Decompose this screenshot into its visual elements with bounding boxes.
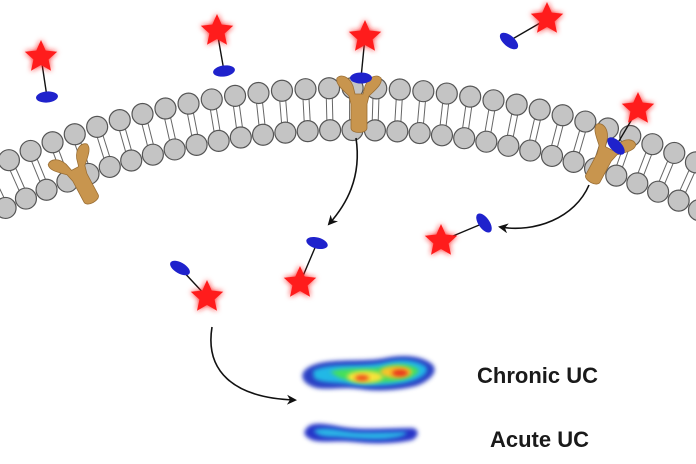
lipid-head [647, 180, 670, 203]
lipid-head [430, 124, 454, 147]
lipid-head [626, 172, 649, 195]
star-fluorophore-icon [424, 224, 458, 255]
lipid-head [475, 130, 498, 153]
lipid-head [363, 119, 387, 142]
lipid-head [270, 79, 294, 102]
lipid-head [663, 141, 686, 165]
lipid-head [98, 155, 121, 179]
chronic-uc-label: Chronic UC [477, 363, 598, 388]
lipid-head [667, 189, 690, 212]
lipid-head [86, 115, 109, 138]
lipid-head [528, 98, 551, 121]
lipid-head [131, 102, 154, 126]
lipid-head [19, 139, 42, 163]
transport-arrows [210, 137, 590, 405]
lipid-head [177, 92, 200, 115]
release-arrow [498, 184, 590, 234]
blue-ligand-icon [213, 65, 235, 77]
lipid-head [41, 131, 64, 154]
lipid-head [551, 104, 574, 127]
lipid-head [408, 121, 431, 145]
blue-ligand-icon [350, 72, 372, 84]
blue-ligand-icon [36, 91, 58, 103]
lipid-head [63, 123, 86, 146]
lipid-head [207, 129, 230, 152]
star-fluorophore-icon [200, 14, 234, 45]
lipid-head [154, 97, 177, 120]
probe-icon [170, 260, 224, 311]
blue-ligand-icon [170, 260, 190, 276]
lipid-head [163, 138, 186, 161]
lipid-head [296, 120, 319, 143]
probe-icon [348, 20, 382, 84]
lipid-head [453, 127, 476, 150]
lipid-head [687, 199, 696, 221]
probe-icon [24, 40, 58, 103]
star-fluorophore-icon [621, 92, 655, 123]
lipid-head [251, 123, 275, 146]
internalization-arrow [327, 137, 358, 226]
lipid-head [684, 151, 696, 174]
lipid-head [386, 120, 409, 143]
acute-uc-heatmap [304, 423, 418, 444]
star-fluorophore-icon [190, 280, 224, 311]
lipid-head [459, 85, 482, 108]
lipid-head [223, 84, 247, 107]
lipid-head [200, 88, 223, 111]
probe-icon [200, 14, 235, 77]
probe-icon [424, 213, 492, 255]
lipid-head [540, 144, 564, 168]
probe-icon [499, 2, 564, 50]
imaging-arrow [210, 326, 297, 405]
lipid-head [605, 164, 628, 187]
probe-icon [607, 92, 655, 155]
receptor-icon [336, 75, 382, 133]
lipid-head [35, 178, 58, 201]
lipid-head [435, 82, 458, 105]
blue-ligand-icon [499, 32, 519, 50]
star-fluorophore-icon [348, 20, 382, 51]
lipid-head [274, 121, 297, 144]
acute-uc-label: Acute UC [490, 427, 590, 452]
lipid-head [497, 134, 520, 157]
lipid-head [120, 149, 143, 172]
lipid-head [0, 149, 21, 172]
receptor-group [47, 75, 637, 205]
blue-ligand-icon [476, 213, 492, 233]
probe-icon [283, 236, 328, 297]
lipid-head [229, 126, 252, 149]
lipid-head [519, 139, 542, 162]
star-fluorophore-icon [283, 266, 317, 297]
receptor-icon [47, 143, 99, 205]
lipid-head [247, 81, 270, 105]
lipid-head [412, 80, 435, 103]
lipid-head [294, 78, 317, 101]
lipid-head [562, 150, 585, 173]
lipid-head [108, 108, 131, 132]
receptor-icon [585, 123, 637, 185]
lipid-head [141, 143, 164, 166]
blue-ligand-icon [607, 137, 625, 155]
lipid-head [185, 133, 208, 156]
lipid-head [505, 93, 528, 116]
lipid-head [0, 196, 17, 220]
lipid-head [319, 119, 342, 142]
lipid-head [574, 110, 597, 133]
star-fluorophore-icon [530, 2, 564, 33]
star-fluorophore-icon [24, 40, 58, 71]
lipid-head [482, 89, 505, 112]
chronic-uc-heatmap [302, 356, 435, 391]
lipid-head [317, 77, 341, 100]
lipid-head [388, 78, 411, 101]
lipid-head [14, 187, 38, 210]
blue-ligand-icon [306, 236, 328, 250]
lipid-head [641, 133, 664, 156]
probe-group [24, 2, 655, 311]
